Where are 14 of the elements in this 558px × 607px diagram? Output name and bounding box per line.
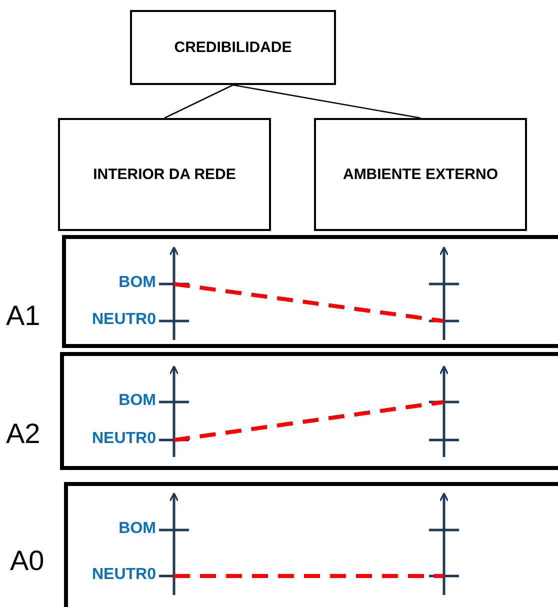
level-label: NEUTR0 — [92, 430, 156, 448]
connector-line — [232, 84, 421, 119]
option-label: A0 — [10, 545, 44, 577]
level-label: BOM — [118, 520, 156, 538]
option-label: A1 — [6, 300, 40, 332]
criterion-box: AMBIENTE EXTERNO — [314, 118, 527, 231]
level-label: BOM — [118, 392, 156, 410]
level-label: NEUTR0 — [92, 566, 156, 584]
option-label: A2 — [6, 418, 40, 450]
criterion-box: CREDIBILIDADE — [130, 10, 336, 85]
connector-line — [164, 84, 234, 119]
level-label: NEUTR0 — [92, 311, 156, 329]
criterion-box: INTERIOR DA REDE — [58, 118, 271, 231]
level-label: BOM — [118, 274, 156, 292]
